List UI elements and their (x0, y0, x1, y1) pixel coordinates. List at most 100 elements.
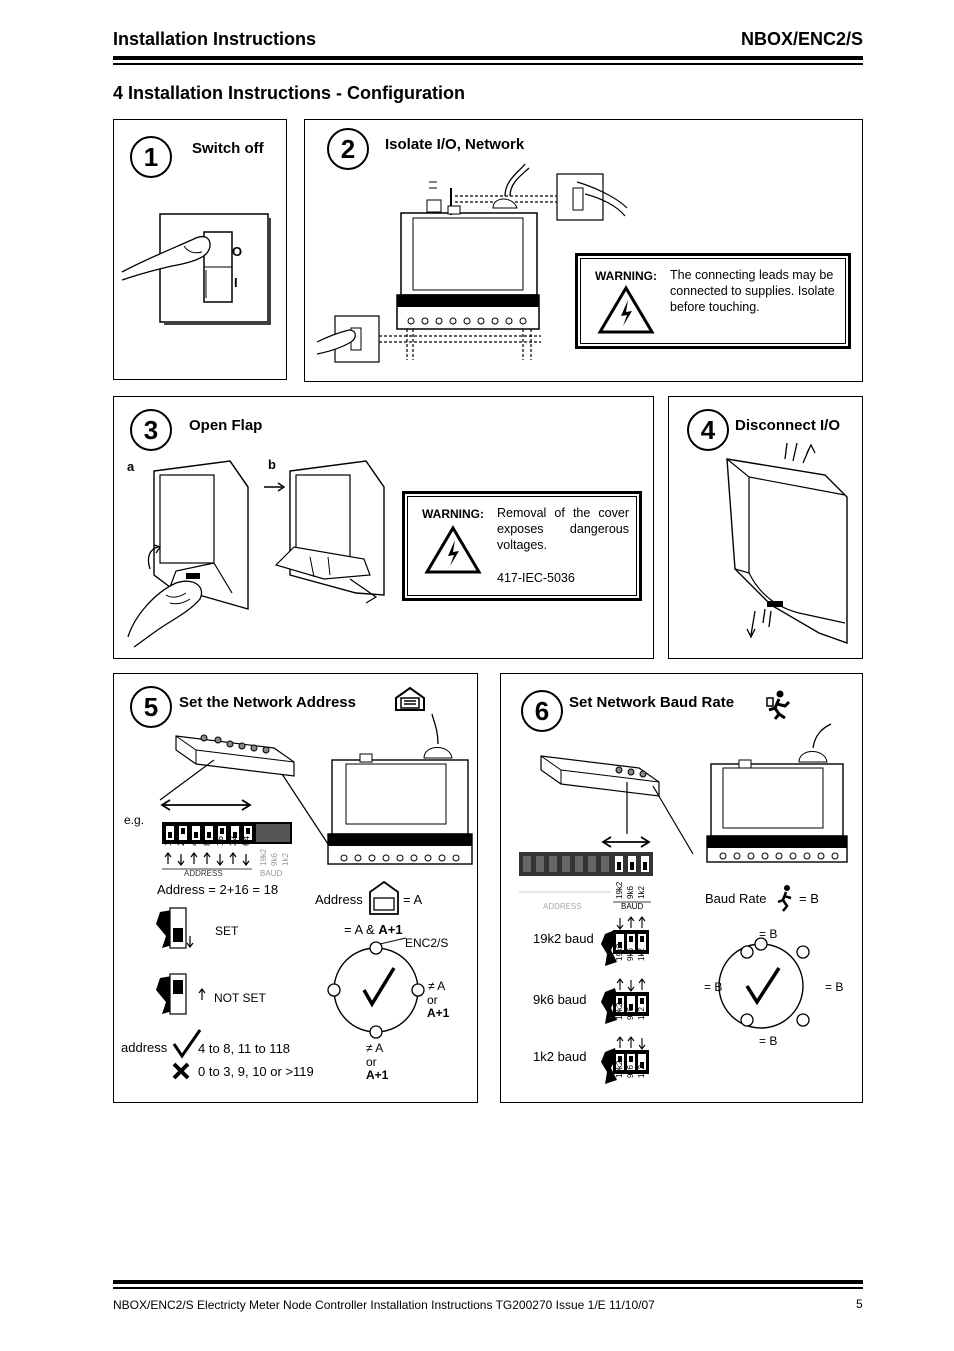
footer-text: NBOX/ENC2/S Electricty Meter Node Contro… (113, 1298, 655, 1312)
eq-a-a1: = A & A+1 (344, 922, 403, 937)
enc2s-label: ENC2/S (405, 936, 449, 950)
baud-number-label: 1k2 (281, 853, 290, 866)
dip-number-label: 8 (202, 840, 212, 846)
controller-isolate-illustration (316, 163, 628, 363)
baud-switch-illustration (519, 723, 848, 1084)
address-example: Address = 2+16 = 18 (157, 882, 279, 897)
electrical-hazard-icon (597, 285, 655, 334)
a1-right: A+1 (427, 1006, 450, 1020)
or-right: or (427, 993, 438, 1007)
rate-1k2: 1k2 baud (533, 1049, 587, 1064)
address-label: ADDRESS (543, 902, 582, 911)
step-number-3: 3 (130, 409, 172, 451)
step-number-2: 2 (327, 128, 369, 170)
warning-box-isolate: WARNING: The connecting leads may be con… (575, 253, 851, 349)
neq-a-bottom: ≠ A (366, 1041, 384, 1055)
valid-range: 4 to 8, 11 to 118 (198, 1041, 291, 1056)
baud-number-label: 9k6 (626, 1007, 635, 1020)
label-b: b (268, 457, 276, 472)
step-number-5: 5 (130, 686, 172, 728)
label-a: a (127, 459, 135, 474)
step-number-6: 6 (521, 690, 563, 732)
set-label: SET (215, 924, 239, 938)
dip-number-label: 4 (189, 840, 199, 846)
dip-number-label: 64 (241, 835, 251, 846)
dip-switch-illustration (156, 713, 473, 1080)
baud-number-label: 9k6 (626, 948, 635, 961)
or-bottom: or (366, 1055, 377, 1069)
panel-2-title: Isolate I/O, Network (385, 136, 525, 153)
baud-label: BAUD (260, 869, 283, 878)
rate-19k2: 19k2 baud (533, 931, 594, 946)
wall-switch-illustration (121, 213, 271, 325)
electrical-hazard-icon (424, 525, 482, 574)
address-word: address (121, 1040, 168, 1055)
b-left: = B (704, 980, 723, 994)
baud-number-label: 1k2 (637, 886, 646, 899)
invalid-range: 0 to 3, 9, 10 or >119 (198, 1064, 314, 1079)
header-rule-thin (113, 63, 863, 65)
panel-5-title: Set the Network Address (179, 694, 356, 711)
running-man-icon (766, 690, 791, 720)
baud-number-label: 9k6 (626, 886, 635, 899)
address-eq-right: = A (403, 892, 423, 907)
not-set-label: NOT SET (214, 991, 266, 1005)
panel-open-flap: 3 Open Flap a b WARNING: Removal of the … (113, 396, 654, 659)
baud-rate-right: = B (799, 891, 819, 906)
panel-6-title: Set Network Baud Rate (569, 694, 735, 711)
section-title: 4 Installation Instructions - Configurat… (113, 83, 466, 103)
panel-network-address: 5 Set the Network Address (113, 673, 478, 1103)
panel-1-title: Switch off (192, 140, 264, 157)
baud-number-label: 19k2 (615, 1060, 624, 1078)
baud-number-label: 19k2 (615, 1002, 624, 1020)
rate-9k6: 9k6 baud (533, 992, 587, 1007)
footer-rule-thin (113, 1287, 863, 1289)
baud-number-label: 19k2 (259, 848, 268, 866)
dip-number-label: 16 (215, 835, 225, 846)
b-top: = B (759, 927, 778, 941)
warning-text: Removal of the cover exposes dangerous v… (497, 506, 629, 552)
disconnect-illustration (726, 442, 848, 644)
dip-number-label: 2 (176, 840, 186, 846)
baud-label: BAUD (621, 902, 644, 911)
panel-baud-rate: 6 Set Network Baud Rate (500, 673, 863, 1103)
baud-number-label: 19k2 (615, 881, 624, 899)
baud-number-label: 9k6 (270, 853, 279, 866)
panel-4-title: Disconnect I/O (735, 417, 841, 434)
warning-box-voltage: WARNING: Removal of the cover exposes da… (402, 491, 642, 601)
footer-rule (113, 1280, 863, 1284)
panel-isolate: 2 Isolate I/O, Network (304, 119, 863, 382)
header-rule (113, 56, 863, 60)
panel-disconnect-io: 4 Disconnect I/O (668, 396, 863, 659)
step-number-4: 4 (687, 409, 729, 451)
header-right-title: NBOX/ENC2/S (740, 29, 863, 49)
open-flap-illustration (127, 460, 385, 648)
warning-label: WARNING: (595, 269, 657, 283)
panel-3-title: Open Flap (189, 417, 263, 434)
baud-rate-left: Baud Rate (705, 891, 767, 906)
baud-number-label: 1k2 (637, 948, 646, 961)
panel-switch-off: 1 Switch off O I (113, 119, 287, 380)
neq-a-right: ≠ A (428, 979, 446, 993)
page-number: 5 (856, 1297, 863, 1311)
b-bottom: = B (759, 1034, 778, 1048)
eg-label: e.g. (124, 813, 145, 827)
switch-i-label: I (234, 275, 238, 290)
address-eq-left: Address (315, 892, 363, 907)
step-number-1: 1 (130, 136, 172, 178)
baud-number-label: 9k6 (626, 1065, 635, 1078)
warning-code: 417-IEC-5036 (497, 571, 575, 585)
dip-number-label: 1 (163, 840, 173, 846)
address-book-icon (395, 686, 425, 711)
header-left-title: Installation Instructions (113, 29, 317, 49)
address-label: ADDRESS (184, 869, 223, 878)
baud-number-label: 19k2 (615, 943, 624, 961)
baud-number-label: 1k2 (637, 1065, 646, 1078)
switch-o-label: O (232, 244, 243, 259)
a1-bottom: A+1 (366, 1068, 389, 1082)
b-right: = B (825, 980, 844, 994)
baud-number-label: 1k2 (637, 1007, 646, 1020)
warning-label: WARNING: (422, 507, 484, 521)
dip-number-label: 32 (228, 835, 238, 846)
warning-text: The connecting leads may be connected to… (670, 268, 835, 314)
